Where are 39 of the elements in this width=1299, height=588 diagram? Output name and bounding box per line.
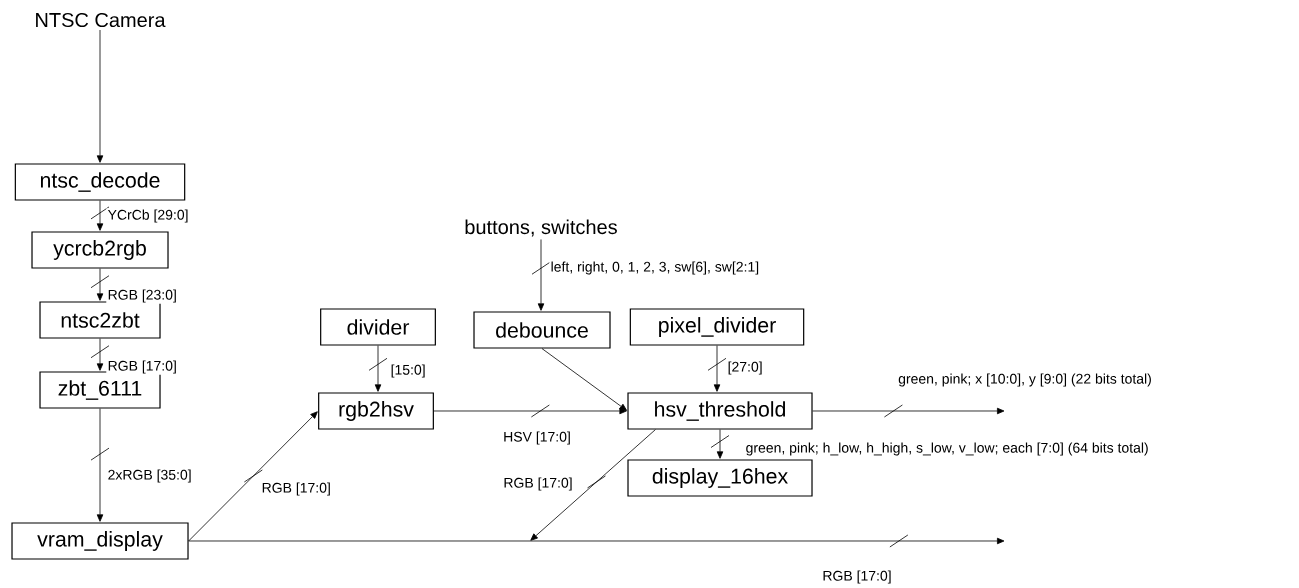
arrow: [188, 534, 1005, 548]
arrow: [188, 411, 318, 542]
arrow: [96, 29, 104, 163]
arrow: [368, 345, 388, 392]
edge-label: HSV [17:0]: [501, 430, 573, 446]
module-box: debounce: [473, 311, 611, 349]
arrow: [90, 338, 110, 371]
block-label: buttons, switches: [465, 219, 617, 237]
edge-label: 2xRGB [35:0]: [106, 468, 193, 484]
arrow: [541, 348, 627, 411]
module-box: ycrcb2rgb: [31, 231, 169, 269]
block-label: NTSC Camera: [36, 12, 166, 28]
module-box: hsv_threshold: [627, 392, 813, 430]
arrow: [531, 239, 551, 311]
arrow: [90, 408, 110, 522]
arrow: [812, 404, 1005, 418]
edge-label: green, pink; h_low, h_high, s_low, v_low; each [7:0] (64 bits total): [744, 441, 1151, 457]
arrow: [707, 345, 727, 392]
edge-label: [27:0]: [726, 360, 764, 376]
edge-label: RGB [17:0]: [106, 359, 179, 375]
module-box: pixel_divider: [629, 308, 805, 346]
module-box: divider: [320, 308, 436, 346]
module-box: vram_display: [11, 522, 189, 560]
arrow: [530, 429, 656, 541]
edge-label: YCrCb [29:0]: [106, 208, 190, 224]
edge-label: RGB [17:0]: [821, 569, 893, 585]
arrow: [90, 268, 110, 301]
edge-label: RGB [17:0]: [260, 481, 333, 497]
module-box: rgb2hsv: [318, 392, 434, 430]
edge-label: green, pink; x [10:0], y [9:0] (22 bits total): [896, 372, 1154, 388]
edge-label: RGB [23:0]: [106, 288, 179, 304]
arrow: [90, 200, 110, 231]
edge-label: [15:0]: [389, 363, 427, 379]
module-box: ntsc_decode: [14, 163, 186, 201]
edge-label: left, right, 0, 1, 2, 3, sw[6], sw[2:1]: [549, 260, 761, 276]
module-box: display_16hex: [627, 459, 813, 497]
edge-label: RGB [17:0]: [502, 476, 574, 492]
arrow: [710, 429, 730, 459]
arrow: [433, 404, 627, 418]
